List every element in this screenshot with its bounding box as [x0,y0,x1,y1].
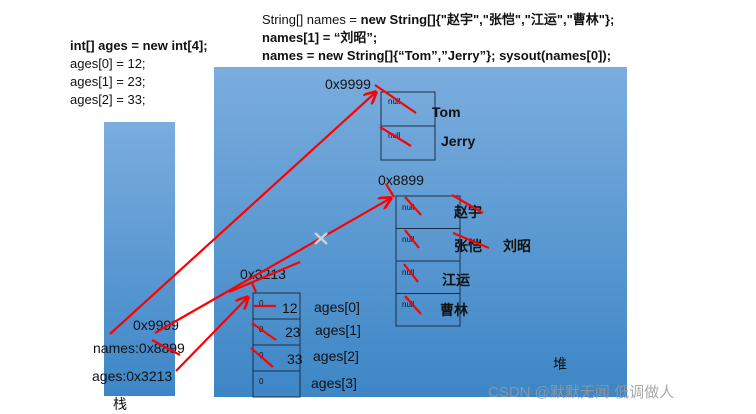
array-value: 33 [287,351,303,367]
reference-arrows [109,84,490,372]
tom-array [380,91,436,161]
arrow-to-0x3213 [175,297,248,372]
strike-line [250,347,274,368]
index-label: ages[2] [313,348,359,364]
strike-line [404,229,420,249]
code-line: ages[1] = 23; [70,74,146,89]
watermark: CSDN @默默无闻 低调做人 [488,384,674,401]
array-value: 江运 [442,272,470,288]
strike-line [151,339,181,356]
stack-var-names: names:0x8899 [93,340,185,356]
array-value: 赵宇 [453,204,482,220]
address-label: 0x8899 [378,172,424,188]
arrow-to-0x8899 [154,198,391,334]
default-value: null [402,203,415,212]
address-label: 0x9999 [325,76,371,92]
code-left: int[] ages = new int[4]; ages[0] = 12; a… [70,38,208,107]
index-label: ages[0] [314,299,360,315]
strike-line [379,126,412,147]
cross-icon [314,232,328,245]
default-value: null [402,268,415,277]
arrow-to-0x9999 [109,92,376,335]
code-line: String[] names = [262,12,361,27]
default-value: 0 [259,351,264,360]
reassigned-value: 刘昭 [503,238,531,254]
strike-line [251,322,277,341]
code-line: names = new String[]{“Tom”,”Jerry”}; sys… [262,48,611,63]
code-line: ages[0] = 12; [70,56,146,71]
strike-line [250,282,258,293]
code-line: new String[]{"赵宇","张恺","江运","曹林"}; [361,12,615,27]
stack-var-names-new: 0x9999 [133,317,179,333]
heap-label: 堆 [553,356,567,372]
array-value: 曹林 [440,302,468,318]
array-value: 23 [285,324,301,340]
ages-array [252,292,301,398]
names-array [395,195,461,327]
strike-line [385,183,395,198]
code-line: int[] ages = new int[4]; [70,38,208,53]
default-value: null [402,235,415,244]
index-label: ages[1] [315,322,361,338]
array-value: Jerry [441,133,475,149]
default-value: null [402,300,415,309]
strike-line [452,231,490,250]
heap-region [214,67,627,397]
stack-var-ages: ages:0x3213 [92,368,172,384]
strike-line [403,263,419,283]
default-value: null [388,97,401,106]
svg-text:String[] names = new String[]{: String[] names = new String[]{"赵宇","张恺",… [262,12,614,27]
code-line: ages[2] = 33; [70,92,146,107]
array-value: 12 [282,300,298,316]
strike-line [228,260,301,294]
strike-line [404,196,422,216]
array-value: Tom [432,104,461,120]
strike-line [451,194,484,214]
strike-line [404,295,422,315]
stack-label: 栈 [113,396,127,412]
stack-region [104,122,175,396]
index-label: ages[3] [311,375,357,391]
code-top: String[] names = new String[]{"赵宇","张恺",… [262,12,614,63]
code-line: names[1] = “刘昭”; [262,30,377,45]
default-value: 0 [259,377,264,386]
strike-line [374,84,417,114]
default-value: 0 [259,299,264,308]
